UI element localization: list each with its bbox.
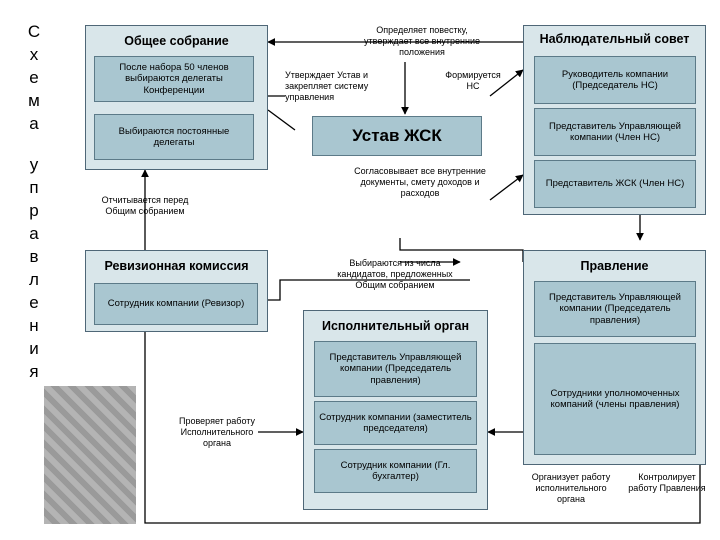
vertical-title-letter: р — [29, 201, 39, 220]
note-controls: Контролирует работу Правления — [628, 472, 706, 493]
board-box-chair: Представитель Управляющей компании (Пред… — [534, 281, 696, 337]
executive-box-deputy: Сотрудник компании (заместитель председа… — [314, 401, 477, 445]
supervisory-box-head: Руководитель компании (Председатель НС) — [534, 56, 696, 104]
vertical-title-letter: м — [28, 91, 40, 110]
vertical-title-letter: н — [29, 316, 39, 335]
vertical-title-letter: х — [29, 45, 39, 64]
vertical-title-letter: у — [29, 155, 39, 174]
vertical-title-letter: п — [29, 178, 39, 197]
executive-box-chair: Представитель Управляющей компании (Пред… — [314, 341, 477, 397]
general-meeting-box-permanent: Выбираются постоянные делегаты — [94, 114, 254, 160]
audit-title: Ревизионная комиссия — [104, 259, 249, 273]
supervisory-board-title: Наблюдательный совет — [539, 32, 690, 46]
gm-line — [267, 109, 296, 131]
general-meeting-group: Общее собрание После набора 50 членов вы… — [85, 25, 268, 170]
formed-arrow — [489, 69, 524, 97]
note-elected: Выбираются из числа кандидатов, предложе… — [337, 258, 453, 290]
general-meeting-title: Общее собрание — [124, 34, 229, 48]
vertical-title-letter: и — [29, 339, 39, 358]
vertical-title-letter: а — [29, 114, 39, 133]
executive-box-accountant: Сотрудник компании (Гл. бухгалтер) — [314, 449, 477, 493]
vertical-title-letter: л — [29, 270, 39, 289]
vertical-title-letter: я — [29, 362, 39, 381]
executive-group: Исполнительный орган Представитель Управ… — [303, 310, 488, 510]
charter-box: Устав ЖСК — [312, 116, 482, 156]
note-approves: Утверждает Устав и закрепляет систему уп… — [285, 70, 369, 102]
note-agrees: Согласовывает все внутренние документы, … — [354, 166, 486, 198]
audit-box-auditor: Сотрудник компании (Ревизор) — [94, 283, 258, 325]
vertical-title-letter: а — [29, 224, 39, 243]
vertical-title-letter: е — [29, 293, 39, 312]
agrees-arrow — [489, 174, 524, 201]
board-group: Правление Представитель Управляющей комп… — [523, 250, 706, 465]
note-organizes: Организует работу исполнительного органа — [531, 472, 611, 504]
audit-group: Ревизионная комиссия Сотрудник компании … — [85, 250, 268, 332]
vertical-title-letter: е — [29, 68, 39, 87]
supervisory-box-hoa: Представитель ЖСК (Член НС) — [534, 160, 696, 208]
executive-title: Исполнительный орган — [321, 319, 470, 333]
board-box-members: Сотрудники уполномоченных компаний (член… — [534, 343, 696, 455]
general-meeting-box-delegates: После набора 50 членов выбираются делега… — [94, 56, 254, 102]
note-checks: Проверяет работу Исполнительного органа — [179, 416, 255, 448]
note-agenda: Определяет повестку, утверждает все внут… — [364, 25, 480, 57]
person-photo — [44, 386, 136, 524]
note-formed: Формируется НС — [445, 70, 501, 91]
board-title: Правление — [580, 259, 649, 273]
vertical-title-letter: в — [29, 247, 39, 266]
note-reports: Отчитывается перед Общим собранием — [101, 195, 189, 216]
supervisory-box-manager: Представитель Управляющей компании (Член… — [534, 108, 696, 156]
vertical-title-letter: С — [27, 22, 41, 41]
supervisory-board-group: Наблюдательный совет Руководитель компан… — [523, 25, 706, 215]
